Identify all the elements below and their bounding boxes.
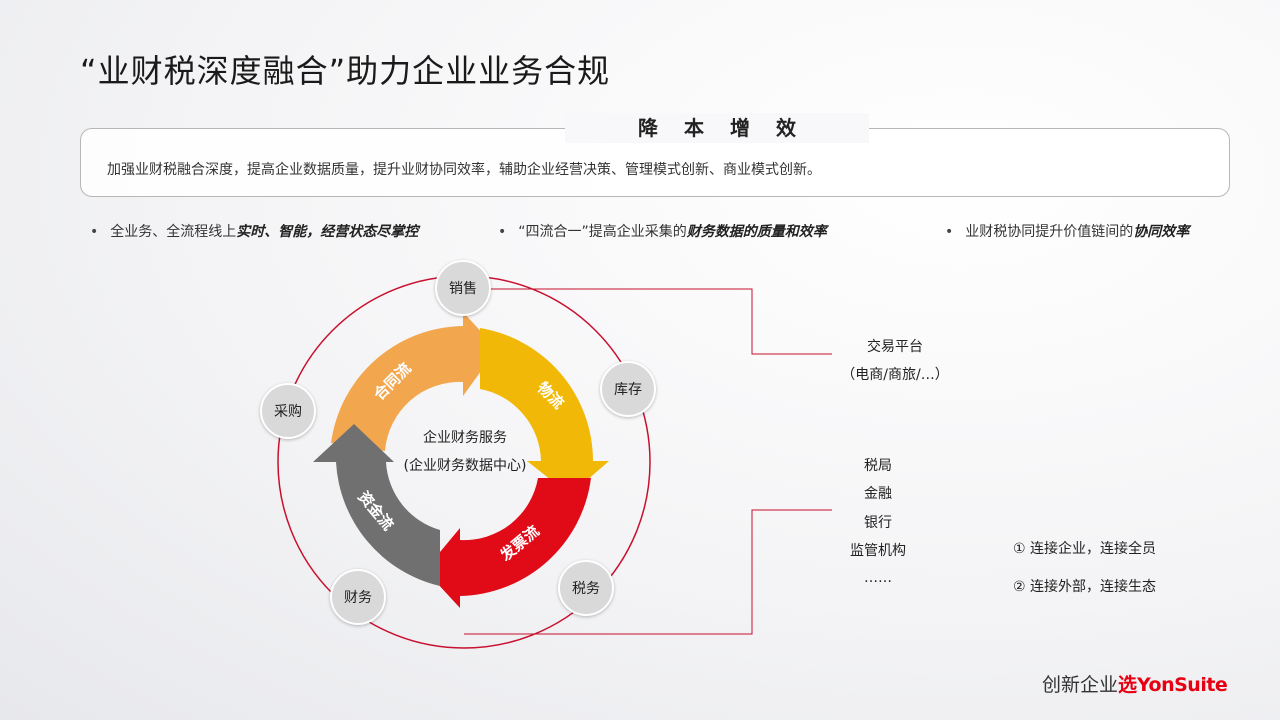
center-subtitle: (企业财务数据中心) <box>403 458 527 474</box>
agency-item: 金融 <box>864 486 892 502</box>
bullet-item: • 业财税协同提升价值链间的协同效率 <box>945 221 1189 241</box>
agency-item: 监管机构 <box>850 543 906 559</box>
cost-reduction-box: 降本增效 加强业财税融合深度，提高企业数据质量，提升业财协同效率，辅助企业经营决… <box>80 113 1230 197</box>
note-item: ② 连接外部，连接生态 <box>1013 579 1157 595</box>
connector-line-agencies <box>464 509 832 635</box>
bullet-prefix: 业财税协同提升价值链间的 <box>965 224 1134 240</box>
node-inventory: 库存 <box>600 361 656 417</box>
agency-item: 银行 <box>864 515 892 531</box>
bullet-dot: • <box>498 224 507 240</box>
brand-name: YonSuite <box>1137 674 1228 696</box>
page-title: “业财税深度融合”助力企业业务合规 <box>80 52 611 90</box>
center-title: 企业财务服务 <box>423 430 507 446</box>
bullet-dot: • <box>90 224 99 240</box>
arrow-capital-flow <box>313 424 440 586</box>
brand-logo: 创新企业选YonSuite <box>1042 670 1228 697</box>
node-tax: 税务 <box>558 560 614 616</box>
box-heading: 降本增效 <box>565 113 869 143</box>
node-finance: 财务 <box>330 569 386 625</box>
brand-select: 选 <box>1118 674 1138 696</box>
bullet-item: • “四流合一”提高企业采集的财务数据的质量和效率 <box>498 221 827 241</box>
agency-item: 税局 <box>864 458 892 474</box>
arrow-contract-flow <box>331 312 497 451</box>
agency-item: …… <box>864 570 892 586</box>
bullet-emphasis: 财务数据的质量和效率 <box>686 224 827 240</box>
bullet-item: • 全业务、全流程线上实时、智能，经营状态尽掌控 <box>90 221 418 241</box>
arrow-invoice-flow <box>425 478 591 608</box>
bullet-dot: • <box>945 224 954 240</box>
bullet-prefix: “四流合一”提高企业采集的 <box>518 224 687 240</box>
arrow-logistics-flow <box>480 328 609 495</box>
bullet-emphasis: 实时、智能，经营状态尽掌控 <box>236 224 419 240</box>
node-purchase: 采购 <box>260 383 316 439</box>
brand-prefix: 创新企业 <box>1042 674 1119 696</box>
bullet-prefix: 全业务、全流程线上 <box>110 224 237 240</box>
note-item: ① 连接企业，连接全员 <box>1013 541 1157 557</box>
trade-platform-sub: （电商/商旅/…） <box>841 367 949 383</box>
node-sales: 销售 <box>435 260 491 316</box>
box-description: 加强业财税融合深度，提高企业数据质量，提升业财协同效率，辅助企业经营决策、管理模… <box>107 162 821 178</box>
connector-line-trade <box>490 288 832 355</box>
trade-platform-label: 交易平台 <box>867 339 923 355</box>
bullet-emphasis: 协同效率 <box>1133 224 1190 240</box>
